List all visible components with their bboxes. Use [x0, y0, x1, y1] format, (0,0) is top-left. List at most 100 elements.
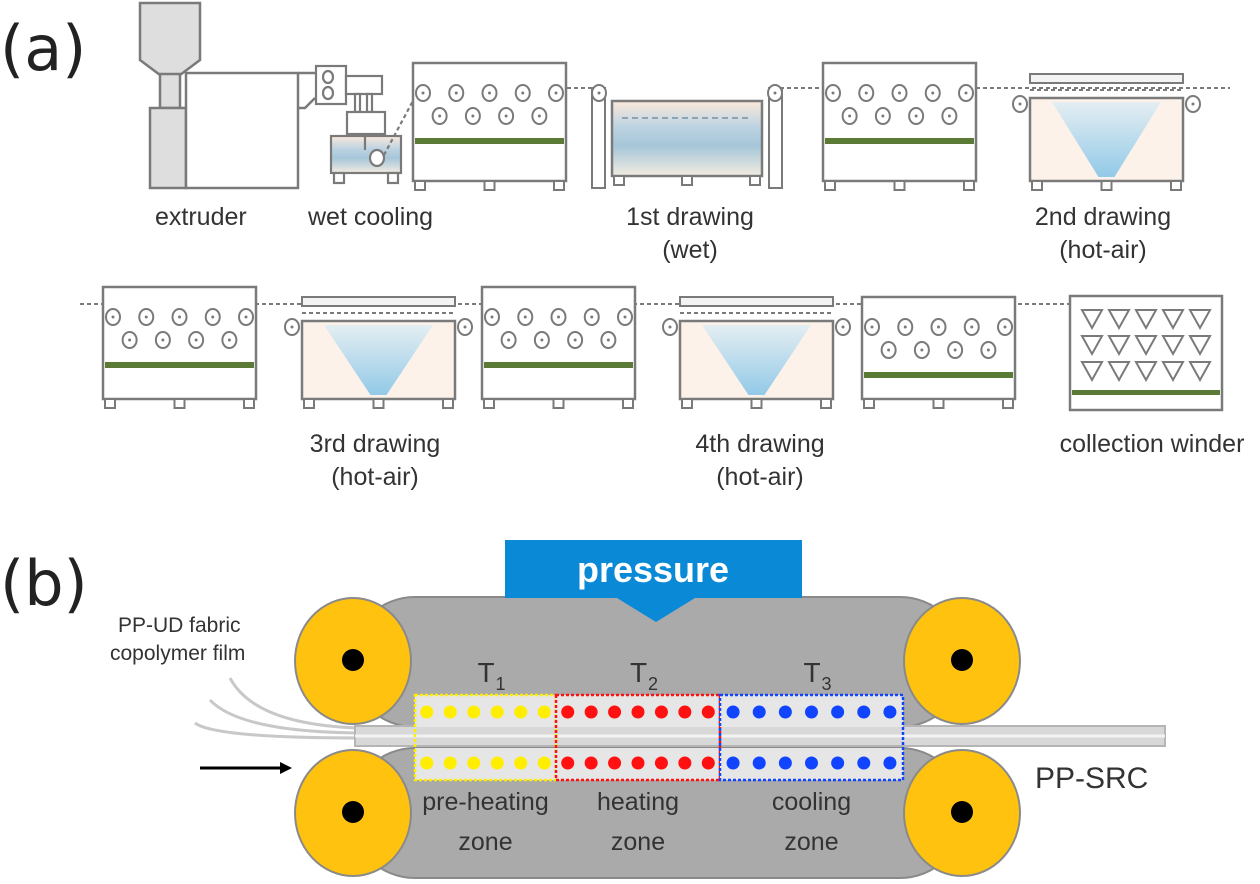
air-flow: [1052, 102, 1161, 177]
godet-roller-stand: [411, 61, 568, 191]
stage-label-2nd-drawing: 2nd drawing: [1035, 203, 1171, 231]
zone-border: [718, 693, 905, 782]
axle-icon: [951, 649, 973, 671]
foot: [824, 180, 836, 191]
heater-dot: [561, 756, 575, 770]
bobbin-icon: [1134, 361, 1158, 383]
foot: [749, 175, 761, 186]
heater-dot: [701, 756, 715, 770]
post: [591, 87, 606, 189]
heater-dot: [420, 705, 434, 719]
zone-name-suffix: zone: [784, 828, 838, 856]
heater-dot: [857, 756, 871, 770]
heater-dot: [420, 756, 434, 770]
stage-label-3rd-drawing: 3rd drawing: [310, 430, 441, 458]
stage-label-2nd-drawing-type: (hot-air): [1059, 236, 1147, 264]
heater-dot: [514, 756, 528, 770]
pressure-label: pressure: [577, 549, 729, 590]
zone-temperature-label: T: [630, 657, 647, 688]
bobbin-icon: [1161, 335, 1185, 357]
rollers: [294, 597, 1021, 877]
green-bar: [484, 362, 633, 368]
heater-dot: [805, 756, 818, 770]
stage-label-4th-drawing-type: (hot-air): [716, 463, 804, 491]
collection-winder: [1068, 294, 1224, 412]
foot: [613, 175, 625, 186]
heater-dot: [805, 705, 818, 719]
air-flow: [324, 325, 433, 395]
bobbin-icon: [1080, 309, 1104, 331]
foot: [1031, 180, 1043, 191]
heater-dot: [514, 705, 528, 719]
green-bar: [864, 372, 1013, 378]
oven-lid: [301, 296, 456, 307]
heater-dot: [726, 756, 740, 770]
heater-dot: [561, 705, 575, 719]
stage-label-3rd-drawing-type: (hot-air): [331, 463, 419, 491]
green-bar: [105, 362, 254, 368]
heater-dot: [752, 705, 766, 719]
foot: [442, 398, 454, 409]
stage-label-4th-drawing: 4th drawing: [695, 430, 824, 458]
heater-dot: [654, 705, 668, 719]
process-row-2: [80, 285, 1224, 412]
zone-name: pre-heating: [422, 788, 548, 816]
foot: [483, 180, 496, 191]
bobbin-icon: [1080, 335, 1104, 357]
heater-dot: [778, 756, 792, 770]
bobbin-icon: [1134, 309, 1158, 331]
zone-temperature-subscript: 3: [822, 674, 832, 694]
stage-label-extruder: extruder: [155, 203, 247, 231]
bobbin-icon: [1134, 335, 1158, 357]
foot: [243, 398, 255, 409]
bobbin-icon: [1107, 361, 1131, 383]
bobbin-icon: [1188, 361, 1212, 383]
foot: [173, 398, 186, 409]
heater-dot: [831, 705, 845, 719]
foot: [750, 398, 763, 409]
heater-dot: [608, 756, 622, 770]
oven-lid: [679, 296, 834, 307]
bobbin-icon: [1161, 309, 1185, 331]
heater-dot: [537, 705, 551, 719]
bobbin-icon: [1107, 309, 1131, 331]
zone-border: [554, 693, 722, 782]
foot: [372, 398, 385, 409]
heater-dot: [490, 705, 504, 719]
foot: [681, 398, 693, 409]
godet-roller-stand: [821, 61, 978, 191]
heater-dot: [752, 756, 766, 770]
stage-label-collection-winder: collection winder: [1060, 430, 1245, 458]
zone-name: heating: [597, 788, 679, 816]
foot: [820, 398, 832, 409]
foot: [932, 398, 945, 409]
foot: [893, 180, 906, 191]
foot: [1170, 180, 1182, 191]
heater-dot: [678, 756, 692, 770]
heater-dot: [726, 705, 740, 719]
zone-name-suffix: zone: [458, 828, 512, 856]
foot: [552, 398, 565, 409]
foot: [1002, 398, 1014, 409]
heater-dot: [883, 705, 897, 719]
pressure-arrow: pressure: [505, 540, 802, 622]
foot: [553, 180, 565, 191]
axle-icon: [342, 801, 364, 823]
axle-icon: [342, 649, 364, 671]
zone-temperature-label: T: [804, 657, 821, 688]
heater-dot: [608, 705, 622, 719]
zone-name: cooling: [772, 788, 851, 816]
air-flow: [702, 325, 811, 395]
heater-dot: [584, 705, 598, 719]
godet-roller-stand: [480, 285, 637, 409]
stage-label-1st-drawing: 1st drawing: [626, 203, 754, 231]
heater-dot: [883, 756, 897, 770]
hot-air-oven: [662, 296, 851, 409]
oven-lid: [1029, 73, 1184, 84]
panel-b-label: (b): [0, 547, 88, 620]
